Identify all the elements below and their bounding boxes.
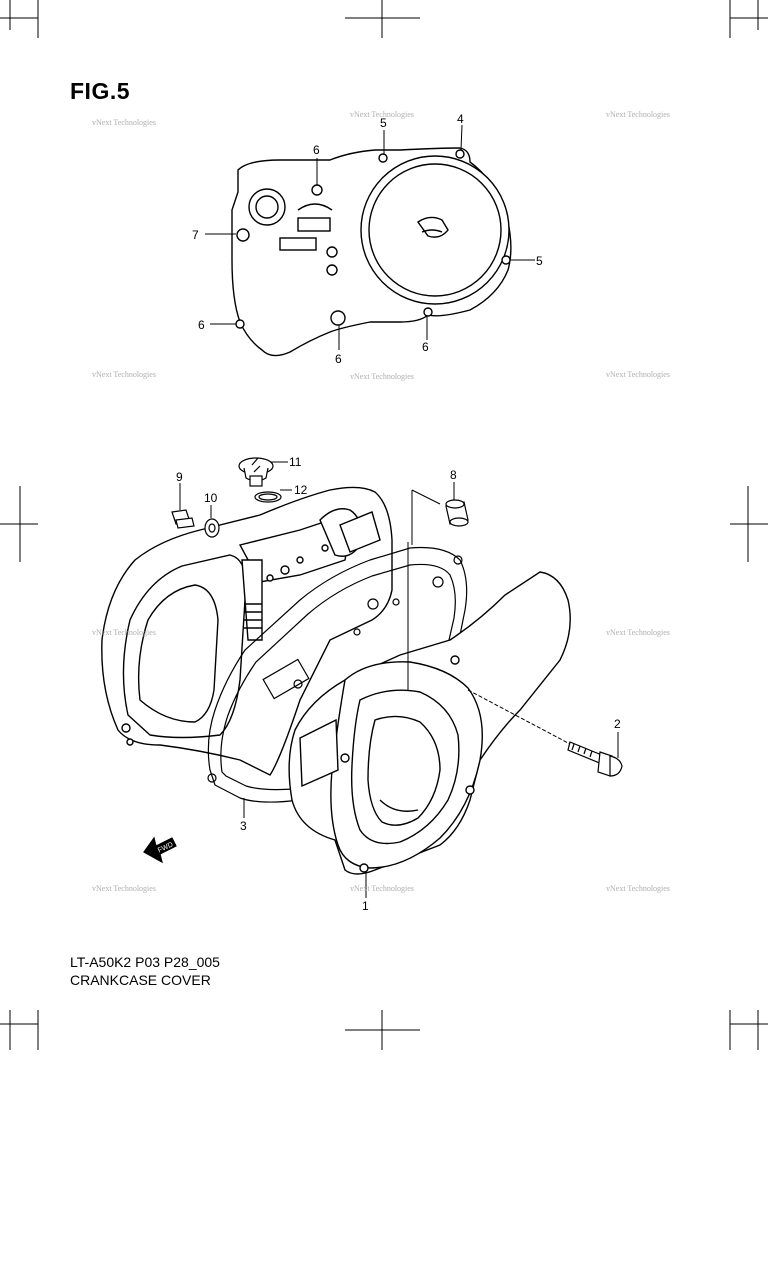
watermark: vNext Technologies xyxy=(350,110,414,119)
callout-8: 8 xyxy=(450,468,457,482)
callout-6-left: 6 xyxy=(198,318,205,332)
callout-10: 10 xyxy=(204,491,218,505)
callout-5-right: 5 xyxy=(536,254,543,268)
callout-9: 9 xyxy=(176,470,183,484)
drain-bolt-9 xyxy=(171,509,195,529)
watermark: vNext Technologies xyxy=(92,628,156,637)
watermark: vNext Technologies xyxy=(350,372,414,381)
callout-12: 12 xyxy=(294,483,308,497)
crankcase-cover-1 xyxy=(288,571,571,875)
watermark: vNext Technologies xyxy=(606,884,670,893)
callout-3: 3 xyxy=(240,819,247,833)
watermark: vNext Technologies xyxy=(606,628,670,637)
bolt-2 xyxy=(567,741,623,777)
callout-5-top: 5 xyxy=(380,116,387,130)
top-view-leader-lines xyxy=(205,124,535,350)
callout-1: 1 xyxy=(362,899,369,913)
fwd-label: FWD xyxy=(157,841,174,854)
fwd-arrow-icon xyxy=(143,836,177,864)
o-ring-12 xyxy=(254,491,282,503)
bottom-view-leader-lines xyxy=(179,461,619,898)
callout-11: 11 xyxy=(289,455,302,469)
callout-4: 4 xyxy=(457,112,464,126)
watermark: vNext Technologies xyxy=(92,118,156,127)
crankcase-cover-top-view xyxy=(231,147,512,357)
gasket-10 xyxy=(204,518,220,538)
watermark: vNext Technologies xyxy=(92,370,156,379)
crankcase-housing xyxy=(101,486,393,776)
figure-title: FIG.5 xyxy=(70,78,131,104)
watermark: vNext Technologies xyxy=(606,370,670,379)
callout-6-bottom: 6 xyxy=(335,352,342,366)
dowel-pin-8 xyxy=(445,499,469,527)
callout-labels: 5 4 6 7 5 6 6 6 9 10 11 12 8 2 3 1 xyxy=(176,112,621,913)
callout-6-right: 6 xyxy=(422,340,429,354)
section-name: CRANKCASE COVER xyxy=(70,972,211,988)
oil-filler-cap-11 xyxy=(238,457,274,487)
watermark: vNext Technologies xyxy=(92,884,156,893)
watermark: vNext Technologies xyxy=(350,884,414,893)
watermark: vNext Technologies xyxy=(606,110,670,119)
model-code: LT-A50K2 P03 P28_005 xyxy=(70,954,220,970)
callout-7: 7 xyxy=(192,228,199,242)
crop-marks xyxy=(0,0,768,1050)
callout-2: 2 xyxy=(614,717,621,731)
callout-6-top: 6 xyxy=(313,143,320,157)
